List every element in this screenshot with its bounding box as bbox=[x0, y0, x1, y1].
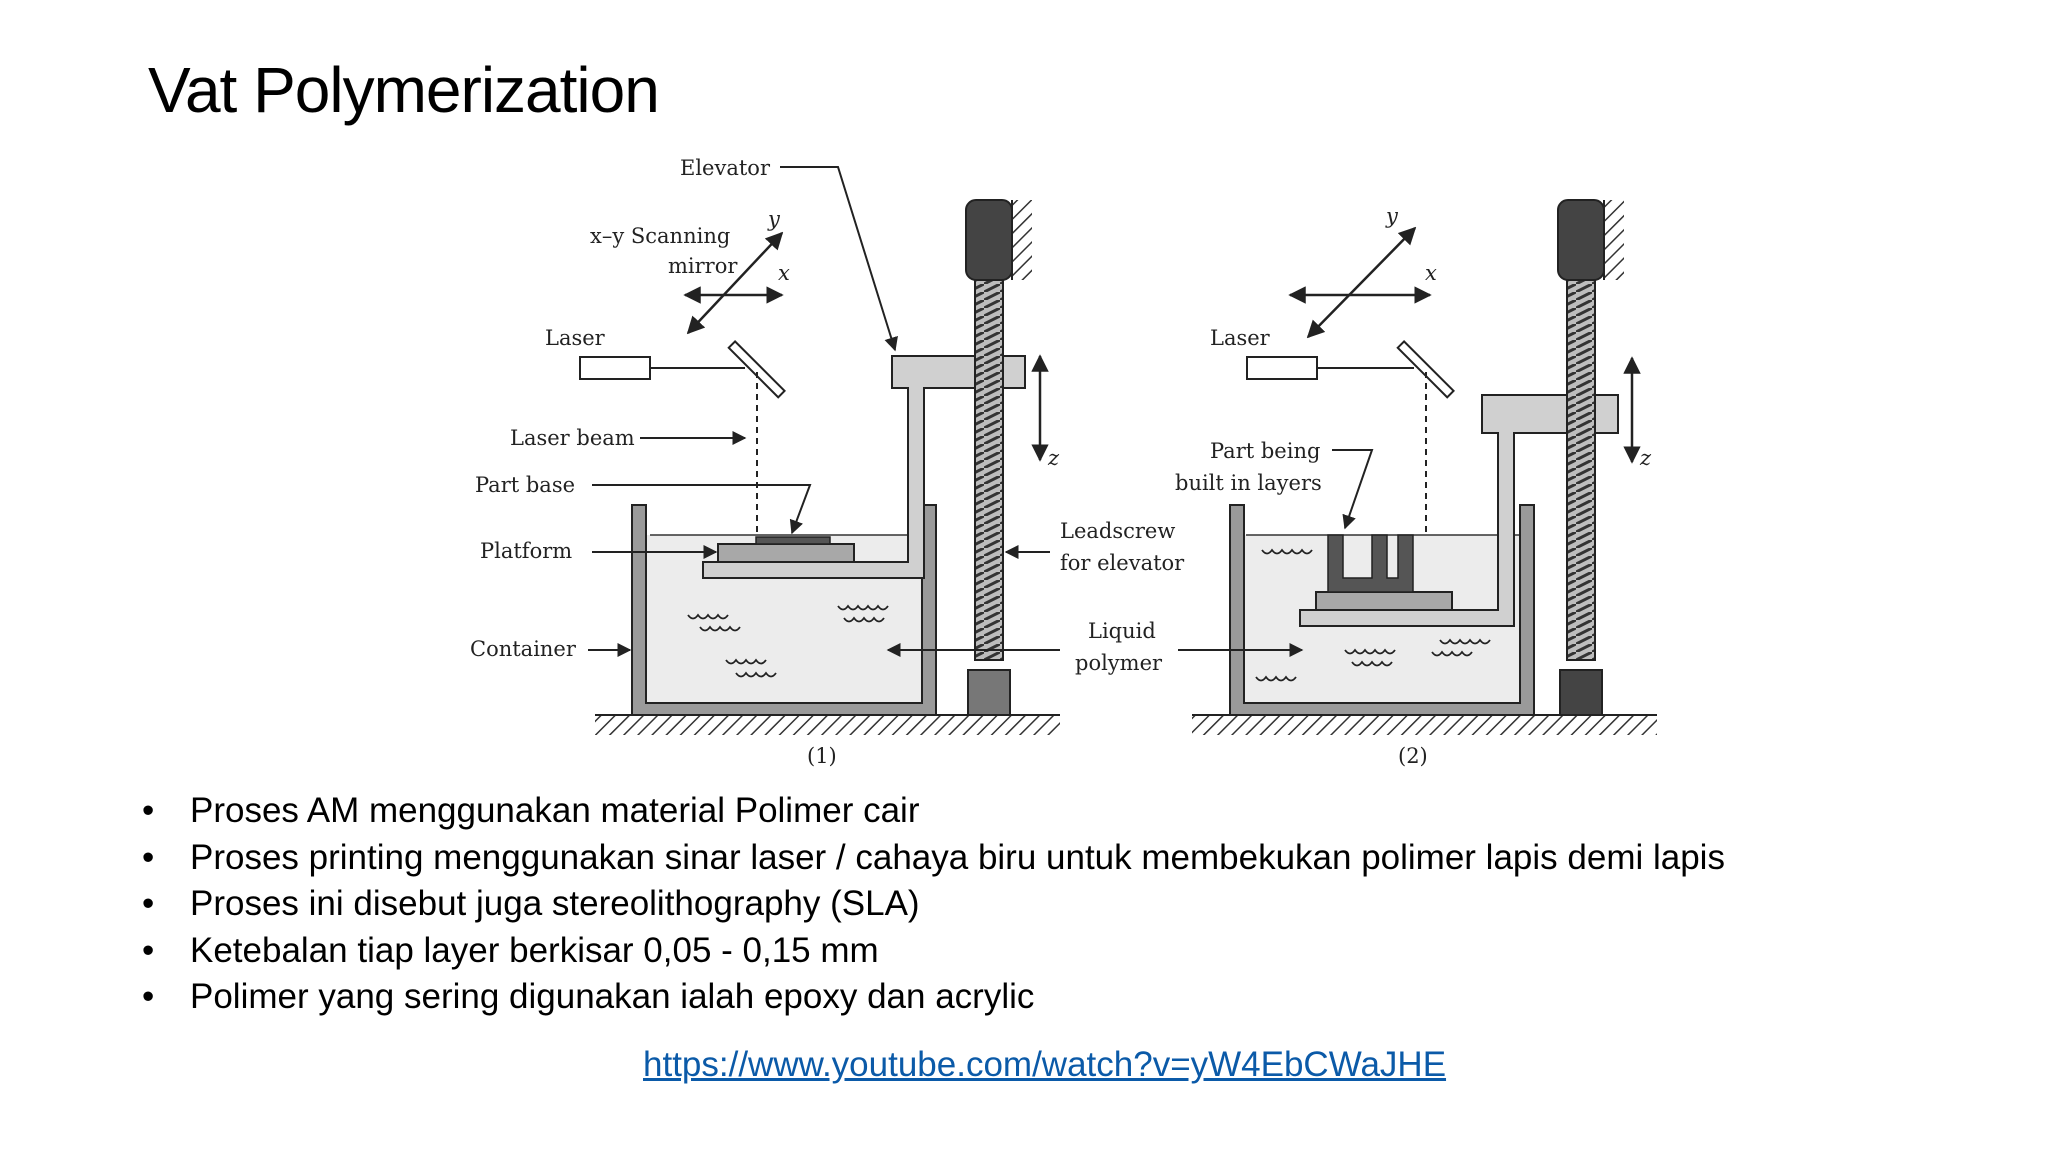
label-elevator: Elevator bbox=[680, 156, 771, 180]
laser-2 bbox=[1246, 356, 1318, 380]
laser-1 bbox=[579, 356, 651, 380]
label-scanning-line2: mirror bbox=[668, 254, 738, 278]
bullet-marker: • bbox=[142, 791, 155, 830]
container-2 bbox=[1229, 504, 1535, 716]
label-laser-2: Laser bbox=[1210, 326, 1271, 350]
screw-cap-top-2 bbox=[1557, 199, 1605, 281]
bullet-text: Proses AM menggunakan material Polimer c… bbox=[190, 791, 920, 830]
bullet-item: • Polimer yang sering digunakan ialah epo… bbox=[142, 974, 1725, 1021]
bullet-item: • Proses printing menggunakan sinar laser… bbox=[142, 835, 1725, 882]
wave-icon bbox=[687, 604, 889, 678]
youtube-link[interactable]: https://www.youtube.com/watch?v=yW4EbCWa… bbox=[643, 1045, 1447, 1084]
label-container: Container bbox=[470, 637, 577, 661]
ground-1 bbox=[595, 715, 1060, 735]
bullet-item: • Proses AM menggunakan material Polimer … bbox=[142, 788, 1725, 835]
bullet-item: • Proses ini disebut juga stereolithograp… bbox=[142, 881, 1725, 928]
wall-mount-2 bbox=[1604, 200, 1624, 280]
bullet-list: • Proses AM menggunakan material Polimer … bbox=[142, 788, 1725, 1021]
bullet-marker: • bbox=[142, 930, 155, 970]
figure-2: y x z Laser Part being built in layers (… bbox=[1175, 199, 1657, 768]
scanning-mirror-2 bbox=[1396, 340, 1455, 399]
platform-1 bbox=[717, 543, 855, 563]
label-axis-y-1: y bbox=[767, 207, 781, 231]
bullet-text: Polimer yang sering digunakan ialah epox… bbox=[190, 977, 1035, 1016]
part-base-1 bbox=[755, 536, 831, 545]
screw-base-1 bbox=[967, 669, 1011, 716]
label-axis-z-1: z bbox=[1047, 446, 1060, 470]
slide-title: Vat Polymerization bbox=[148, 54, 660, 126]
bullet-text: Ketebalan tiap layer berkisar 0,05 - 0,1… bbox=[190, 930, 879, 970]
bullet-text: Proses ini disebut juga stereolithograph… bbox=[190, 884, 920, 923]
label-part-line2: built in layers bbox=[1175, 471, 1322, 495]
label-part-line1: Part being bbox=[1210, 439, 1320, 463]
bullet-item: • Ketebalan tiap layer berkisar 0,05 - 0,… bbox=[142, 928, 1725, 975]
part-being-built bbox=[1327, 534, 1414, 593]
label-figure-2: (2) bbox=[1398, 744, 1428, 768]
label-figure-1: (1) bbox=[807, 744, 837, 768]
label-laser-1: Laser bbox=[545, 326, 606, 350]
figure-1: Elevator x–y Scanning mirror y x z Laser… bbox=[470, 156, 1185, 768]
bullet-marker: • bbox=[142, 884, 155, 923]
screw-base-2 bbox=[1559, 669, 1603, 716]
wave-icon bbox=[1255, 548, 1491, 682]
leadscrew-1 bbox=[974, 274, 1004, 661]
label-part-base: Part base bbox=[475, 473, 575, 497]
screw-cap-top-1 bbox=[965, 199, 1013, 281]
label-axis-z-2: z bbox=[1639, 446, 1652, 470]
wall-mount-1 bbox=[1012, 200, 1032, 280]
label-liquid-line2: polymer bbox=[1075, 651, 1163, 675]
label-axis-y-2: y bbox=[1385, 204, 1399, 228]
leadscrew-2 bbox=[1566, 274, 1596, 661]
ground-2 bbox=[1192, 715, 1657, 735]
label-leadscrew-line1: Leadscrew bbox=[1060, 519, 1175, 543]
label-liquid-line1: Liquid bbox=[1088, 619, 1156, 643]
label-platform: Platform bbox=[480, 539, 572, 563]
label-axis-x-2: x bbox=[1425, 261, 1437, 285]
stereolithography-diagram: Elevator x–y Scanning mirror y x z Laser… bbox=[470, 156, 1657, 768]
label-axis-x-1: x bbox=[778, 261, 790, 285]
bullet-marker: • bbox=[142, 977, 155, 1016]
label-laser-beam: Laser beam bbox=[510, 426, 635, 450]
bullet-marker: • bbox=[142, 837, 155, 877]
bullet-text: Proses printing menggunakan sinar laser … bbox=[190, 837, 1725, 877]
label-leadscrew-line2: for elevator bbox=[1060, 551, 1185, 575]
platform-2 bbox=[1315, 591, 1453, 611]
label-scanning-line1: x–y Scanning bbox=[590, 224, 730, 248]
scanning-mirror-1 bbox=[727, 340, 786, 399]
